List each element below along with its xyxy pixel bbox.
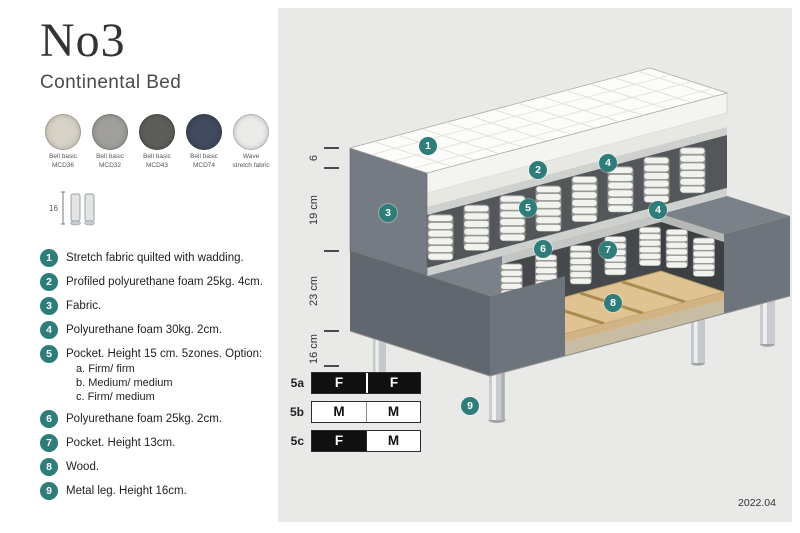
legend-item-number: 8 (40, 458, 58, 477)
legend-item-number: 6 (40, 410, 58, 429)
legend-item-text: Polyurethane foam 30kg. 2cm. (66, 323, 222, 336)
legend-item: 2 Profiled polyurethane foam 25kg. 4cm. (40, 272, 272, 291)
fabric-swatch-color (92, 114, 128, 151)
firmness-cell: F (366, 373, 420, 393)
legend-item: 6 Polyurethane foam 25kg. 2cm. (40, 410, 272, 429)
product-title: No3 (40, 14, 126, 67)
firmness-cell: M (366, 402, 420, 422)
legend-item-number: 1 (40, 248, 58, 267)
firmness-cell: F (312, 373, 366, 393)
legend-item-text: Pocket. Height 13cm. (66, 437, 176, 450)
legend-item-number: 4 (40, 320, 58, 339)
firmness-cell: F (312, 431, 366, 451)
fabric-swatch-color (186, 114, 222, 151)
legend-item-text: Profiled polyurethane foam 25kg. 4cm. (66, 275, 263, 288)
legend-item-number: 3 (40, 296, 58, 315)
legend-item-text: Stretch fabric quilted with wadding. (66, 251, 244, 264)
legend-item: 7 Pocket. Height 13cm. (40, 434, 272, 453)
legend-item-number: 2 (40, 272, 58, 291)
legend-item-text: Polyurethane foam 25kg. 2cm. (66, 413, 222, 426)
fabric-swatch-color (139, 114, 175, 151)
legend-item-number: 7 (40, 434, 58, 453)
version-label: 2022.04 (738, 497, 776, 509)
legend-item: 4 Polyurethane foam 30kg. 2cm. (40, 320, 272, 339)
legend-item-text: Wood. (66, 461, 100, 474)
fabric-swatch-color (233, 114, 269, 151)
legend-item-text: Fabric. (66, 299, 102, 312)
leg-height-icon: 16 (49, 191, 95, 225)
legend-item-option: c. Firm/ medium (76, 391, 155, 404)
legend-item: 8 Wood. (40, 458, 272, 477)
upper-mattress (348, 67, 729, 277)
leg-height-value: 16 (49, 204, 58, 213)
upper-springs (427, 135, 727, 268)
legend-item: 5 Pocket. Height 15 cm. 5zones. Option:a.… (40, 344, 272, 405)
leg-height-diagram: 16 (48, 186, 272, 235)
legend-list: 1 Stretch fabric quilted with wadding. 2 Pr… (40, 248, 272, 501)
legend-item-number: 5 (40, 344, 58, 363)
legend-item-option: a. Firm/ firm (76, 362, 135, 375)
legend-item: 1 Stretch fabric quilted with wadding. (40, 248, 272, 267)
metal-legs (372, 297, 775, 423)
legend-item-text: Metal leg. Height 16cm. (66, 485, 187, 498)
firmness-row-label: 5a (290, 376, 304, 390)
legend-item: 3 Fabric. (40, 296, 272, 315)
firmness-cell: M (366, 431, 420, 451)
legend-item: 9 Metal leg. Height 16cm. (40, 482, 272, 501)
legend-item-number: 9 (40, 482, 58, 501)
firmness-cell: M (312, 402, 366, 422)
product-subtitle: Continental Bed (40, 72, 182, 94)
mattress-top (348, 67, 729, 174)
legend-item-text: Pocket. Height 15 cm. 5zones. Option:a. … (66, 347, 263, 404)
firmness-row-label: 5c (290, 434, 304, 448)
legend-item-option: b. Medium/ medium (76, 376, 173, 389)
fabric-swatch-color (45, 114, 81, 151)
firmness-row-label: 5b (289, 405, 304, 419)
